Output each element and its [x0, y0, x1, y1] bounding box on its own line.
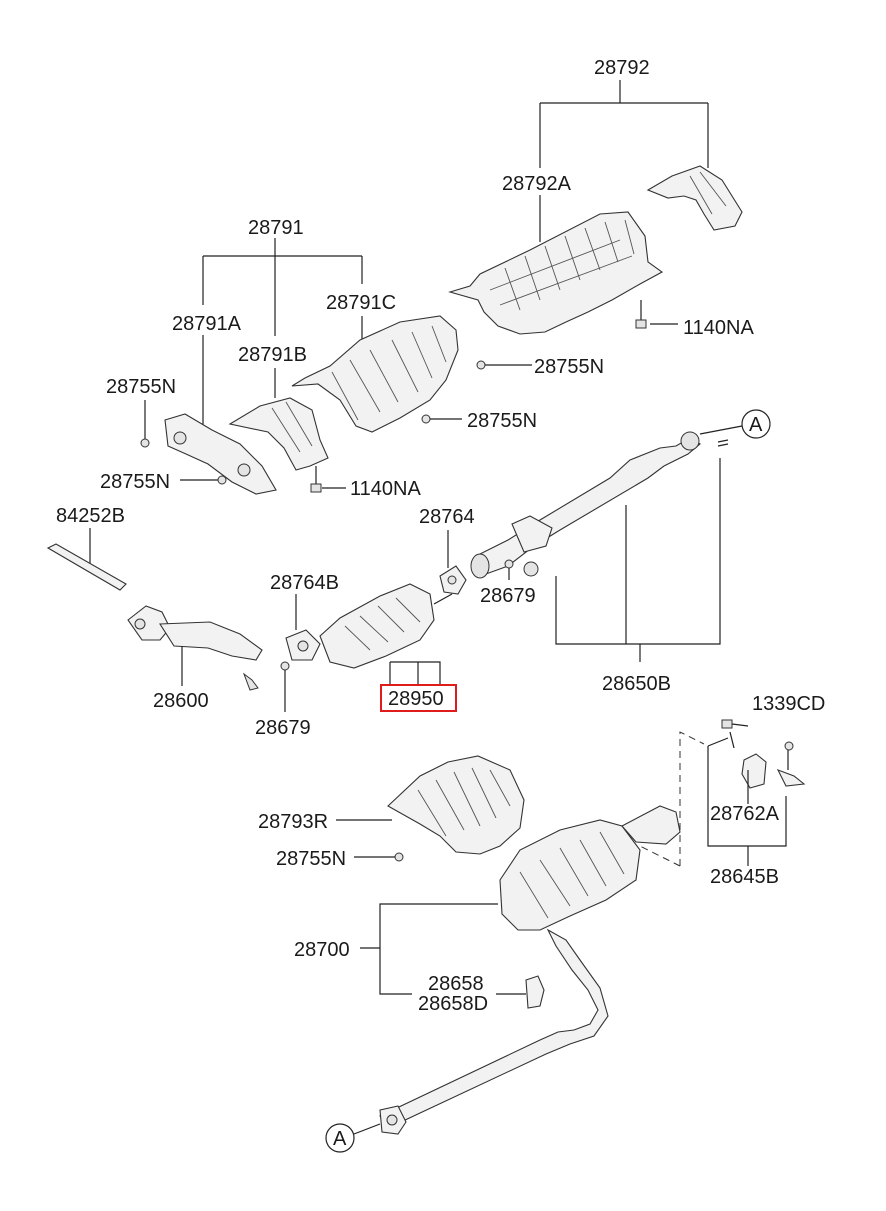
hanger-28762a	[729, 731, 806, 789]
heat-shield-28791a	[164, 413, 277, 495]
hanger-28658	[525, 975, 545, 1009]
label-28792a: 28792A	[502, 173, 572, 195]
heat-shield-28792-small	[646, 165, 743, 231]
label-28700: 28700	[294, 939, 350, 961]
label-28762a: 28762A	[710, 803, 780, 825]
leader-lines-28791	[202, 238, 363, 430]
label-1339cd: 1339CD	[752, 693, 825, 715]
label-1140na-top: 1140NA	[683, 317, 754, 339]
label-28679-right: 28679	[480, 585, 536, 607]
label-84252b: 84252B	[56, 505, 125, 527]
gasket-28764b	[285, 594, 321, 661]
bolt-1140na-top	[635, 300, 678, 329]
nut-28755n-d	[180, 475, 227, 485]
hanger-rubber-28650b	[523, 561, 539, 577]
ref-circle-a-bottom	[325, 1123, 381, 1153]
leader-lines-28650b	[555, 458, 721, 662]
heat-shield-28793r	[336, 755, 525, 855]
nut-28755n-a	[476, 360, 532, 370]
label-28755n-a: 28755N	[534, 356, 604, 378]
leader-lines-28645b	[707, 737, 787, 866]
nut-28755n-e	[354, 852, 404, 862]
label-28950: 28950	[388, 688, 444, 710]
label-ref-a-top: A	[749, 414, 763, 436]
label-1140na-mid: 1140NA	[350, 478, 421, 500]
catalytic-converter-28950	[319, 583, 453, 686]
label-28792: 28792	[594, 57, 650, 79]
label-28791a: 28791A	[172, 313, 242, 335]
dashed-connection-line	[639, 731, 705, 867]
front-pipe-28600	[127, 605, 263, 691]
label-28755n-e: 28755N	[276, 848, 346, 870]
label-28793r: 28793R	[258, 811, 328, 833]
label-28658d: 28658D	[418, 993, 488, 1015]
label-28764: 28764	[419, 506, 475, 528]
label-28755n-c: 28755N	[467, 410, 537, 432]
leader-lines-28700	[360, 903, 526, 995]
label-28791: 28791	[248, 217, 304, 239]
label-ref-a-bottom: A	[333, 1128, 347, 1150]
label-28755n-b: 28755N	[106, 376, 176, 398]
bracket-84252b	[46, 528, 127, 591]
label-28679-left: 28679	[255, 717, 311, 739]
nut-28679-left	[280, 661, 290, 712]
heat-shield-28792a	[448, 211, 664, 335]
bolt-1140na-mid	[310, 466, 346, 493]
bolt-1339cd	[721, 719, 749, 729]
ref-circle-a-top	[699, 409, 771, 439]
label-28650b: 28650B	[602, 673, 671, 695]
heat-shield-28791b	[228, 397, 329, 471]
leader-lines-28792	[539, 80, 709, 242]
heat-shield-28791c	[291, 315, 459, 433]
label-28600: 28600	[153, 690, 209, 712]
label-28791b: 28791B	[238, 344, 307, 366]
gasket-28764	[439, 530, 467, 595]
label-28791c: 28791C	[326, 292, 396, 314]
nut-28679-right	[504, 559, 514, 580]
highlight-box-28950	[380, 684, 457, 712]
rear-muffler-28700	[379, 805, 681, 1135]
label-28755n-d: 28755N	[100, 471, 170, 493]
nut-28755n-b	[140, 400, 150, 448]
nut-28755n-c	[421, 414, 462, 424]
center-pipe-28650b	[470, 431, 729, 579]
label-28658: 28658	[428, 973, 484, 995]
label-28645b: 28645B	[710, 866, 779, 888]
label-28764b: 28764B	[270, 572, 339, 594]
